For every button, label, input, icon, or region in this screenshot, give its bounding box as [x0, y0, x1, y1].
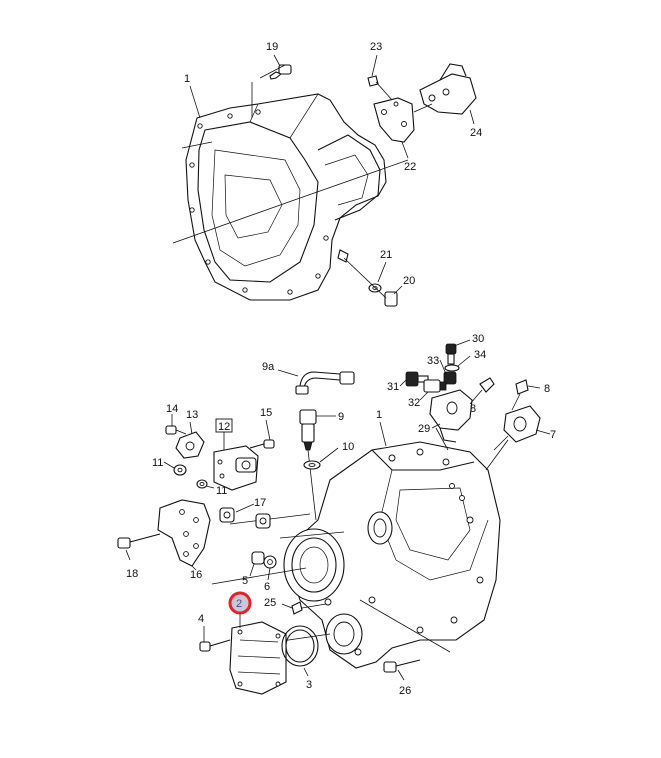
screw-25 [281, 601, 327, 615]
callout-25: 25 [264, 597, 276, 609]
callout-16: 16 [190, 569, 202, 581]
callout-8-b: 8 [544, 383, 550, 395]
solenoid-7 [493, 405, 551, 451]
seal-6 [263, 555, 277, 581]
gearbox-housing-bottom [211, 439, 509, 669]
callout-10: 10 [342, 441, 354, 453]
callout-20: 20 [403, 275, 415, 287]
bolt-20 [337, 249, 403, 307]
callout-29: 29 [418, 423, 430, 435]
callout-8-a: 8 [470, 403, 476, 415]
callout-31: 31 [387, 381, 399, 393]
bolt-15 [249, 419, 275, 449]
callout-15: 15 [260, 407, 272, 419]
callout-11-a: 11 [152, 457, 163, 469]
callout-17: 17 [254, 497, 266, 509]
callout-23: 23 [370, 41, 382, 53]
o-ring-3 [281, 625, 319, 677]
callout-21: 21 [380, 249, 392, 261]
switch-33 [439, 359, 457, 385]
sensor-cluster-29 [429, 389, 473, 451]
bolt-8-a [469, 377, 495, 405]
callout-22: 22 [404, 161, 416, 173]
callout-1-top: 1 [184, 73, 190, 85]
washer-21 [368, 261, 387, 293]
callout-11-b: 11 [216, 485, 227, 497]
bolt-14 [165, 414, 187, 435]
bolt-8-b [511, 379, 541, 411]
clutch-housing-top [172, 93, 409, 301]
highlighted-callout-2[interactable]: 2 [228, 591, 252, 615]
callout-9a: 9a [262, 361, 275, 373]
callout-9: 9 [338, 411, 344, 423]
callout-32: 32 [408, 397, 420, 409]
bolt-26 [383, 659, 421, 681]
callout-12: 12 [218, 421, 230, 433]
cover-13 [175, 431, 205, 459]
washer-34 [444, 355, 471, 372]
switch-9a [277, 369, 355, 395]
callout-14: 14 [166, 403, 178, 415]
plug-5 [249, 551, 265, 577]
bushing-17 [219, 503, 271, 529]
callout-19: 19 [266, 41, 278, 53]
bolt-19 [251, 54, 292, 118]
cover-plate-2 [229, 612, 287, 695]
callout-4: 4 [198, 613, 204, 625]
callout-1-bottom: 1 [376, 409, 382, 421]
callout-13: 13 [186, 409, 198, 421]
callout-2: 2 [236, 598, 242, 610]
bracket-16 [157, 499, 211, 571]
callout-24: 24 [470, 127, 482, 139]
callout-7: 7 [550, 429, 556, 441]
callout-33: 33 [427, 355, 439, 367]
sensor-32 [419, 379, 447, 401]
callout-3: 3 [306, 679, 312, 691]
plug-30 [445, 339, 471, 365]
grommet-11-b [196, 479, 215, 489]
grommet-11-a [163, 461, 187, 476]
callout-6: 6 [264, 581, 270, 593]
washer-10 [303, 447, 339, 470]
callout-26: 26 [399, 685, 411, 697]
callout-18: 18 [126, 568, 138, 580]
callout-30: 30 [472, 333, 484, 345]
highlight-ring [228, 591, 252, 615]
bolt-18 [117, 533, 161, 561]
bolt-23 [367, 54, 393, 101]
callout-5: 5 [242, 575, 248, 587]
sensor-24 [413, 63, 477, 125]
switch-31 [399, 371, 429, 387]
bracket-22 [373, 97, 415, 143]
bolt-4 [199, 626, 231, 652]
callout-34: 34 [474, 349, 486, 361]
module-12 [213, 418, 259, 491]
